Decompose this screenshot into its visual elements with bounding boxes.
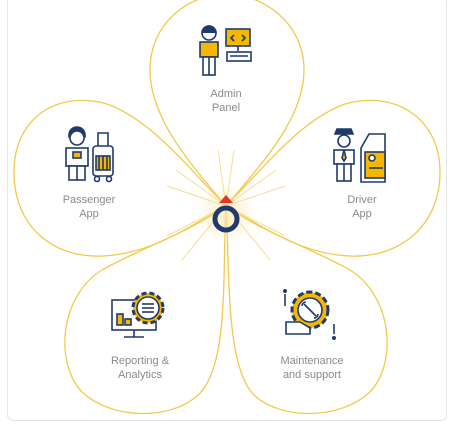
node-admin-label: Admin Panel [166, 87, 286, 115]
passenger-label-line1: Passenger [62, 194, 116, 206]
petal-admin[interactable] [149, 0, 305, 208]
center-glow [196, 184, 256, 244]
driver-label-line1: Driver [347, 194, 377, 206]
passenger-luggage-icon [65, 126, 114, 183]
admin-label-line2: Panel [211, 102, 241, 114]
node-driver-label: Driver App [302, 193, 422, 221]
analytics-monitor-icon [111, 291, 165, 338]
passenger-label-line2: App [79, 208, 99, 220]
petal-maintenance[interactable] [225, 204, 388, 415]
driver-label-line2: App [352, 208, 372, 220]
maintenance-label-line2: and support [282, 369, 342, 381]
admin-label-line1: Admin [210, 88, 242, 100]
petal-driver[interactable] [224, 99, 441, 257]
reporting-label-line1: Reporting & [110, 355, 170, 367]
reporting-label-line2: Analytics [117, 369, 163, 381]
petal-passenger[interactable] [13, 99, 228, 257]
node-passenger-label: Passenger App [29, 193, 149, 221]
petal-reporting[interactable] [64, 204, 227, 415]
gear-wrench-icon [282, 288, 336, 340]
node-maintenance-label: Maintenance and support [252, 354, 372, 382]
node-reporting-label: Reporting & Analytics [80, 354, 200, 382]
admin-computer-icon [199, 25, 252, 76]
driver-car-icon [333, 128, 386, 183]
brand-logo-icon [212, 195, 240, 233]
maintenance-label-line1: Maintenance [280, 355, 344, 367]
